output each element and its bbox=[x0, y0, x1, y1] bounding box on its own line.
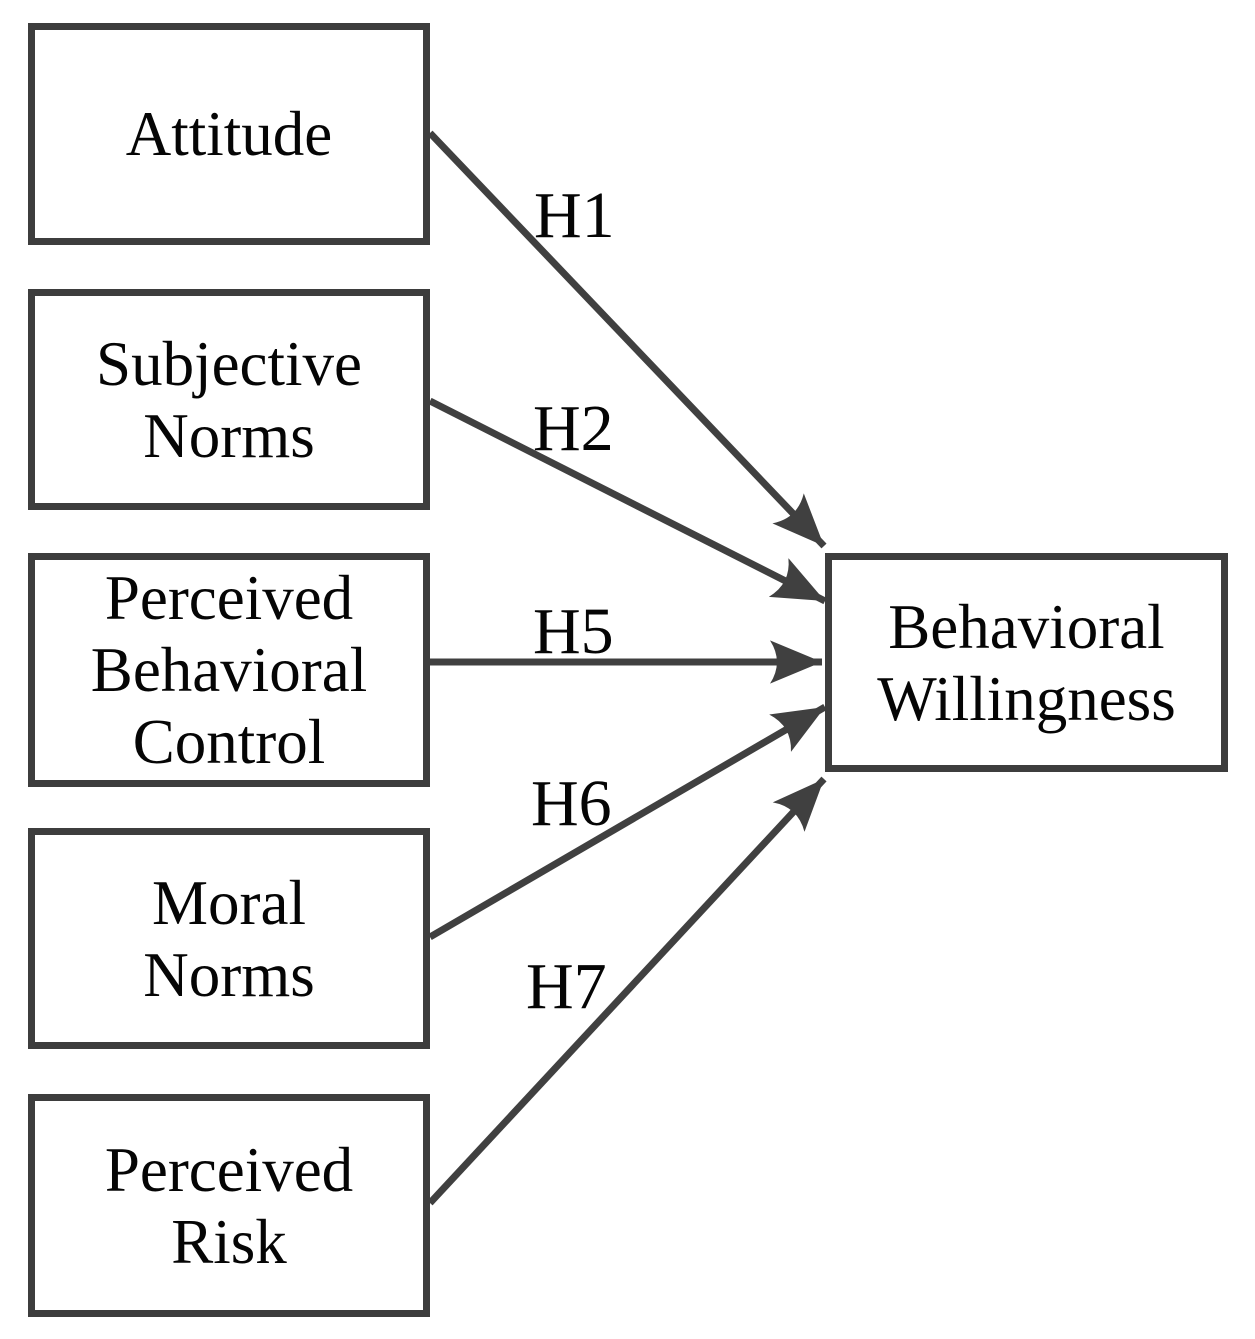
arrow-label-h1: H1 bbox=[534, 179, 615, 252]
arrow-label-h6: H6 bbox=[531, 767, 612, 840]
node-moral-norms-label: Moral Norms bbox=[143, 867, 315, 1010]
node-attitude-label: Attitude bbox=[125, 99, 333, 169]
node-attitude: Attitude bbox=[28, 23, 430, 245]
arrow-label-h7: H7 bbox=[526, 950, 607, 1023]
node-subjective-norms: Subjective Norms bbox=[28, 289, 430, 510]
arrow-h7 bbox=[427, 776, 827, 1206]
arrow-label-h5: H5 bbox=[533, 595, 614, 668]
node-behavioral-willingness-label: Behavioral Willingness bbox=[877, 591, 1176, 734]
node-perceived-behavioral-control-label: Perceived Behavioral Control bbox=[90, 563, 368, 777]
node-behavioral-willingness: Behavioral Willingness bbox=[825, 553, 1228, 772]
node-perceived-risk: Perceived Risk bbox=[28, 1094, 430, 1317]
arrow-h1 bbox=[427, 130, 827, 549]
arrow-label-h2: H2 bbox=[533, 392, 614, 465]
node-moral-norms: Moral Norms bbox=[28, 828, 430, 1049]
node-subjective-norms-label: Subjective Norms bbox=[96, 328, 362, 471]
arrow-h2 bbox=[428, 397, 827, 605]
arrow-h6 bbox=[428, 703, 827, 941]
node-perceived-behavioral-control: Perceived Behavioral Control bbox=[28, 553, 430, 787]
node-perceived-risk-label: Perceived Risk bbox=[104, 1134, 354, 1277]
